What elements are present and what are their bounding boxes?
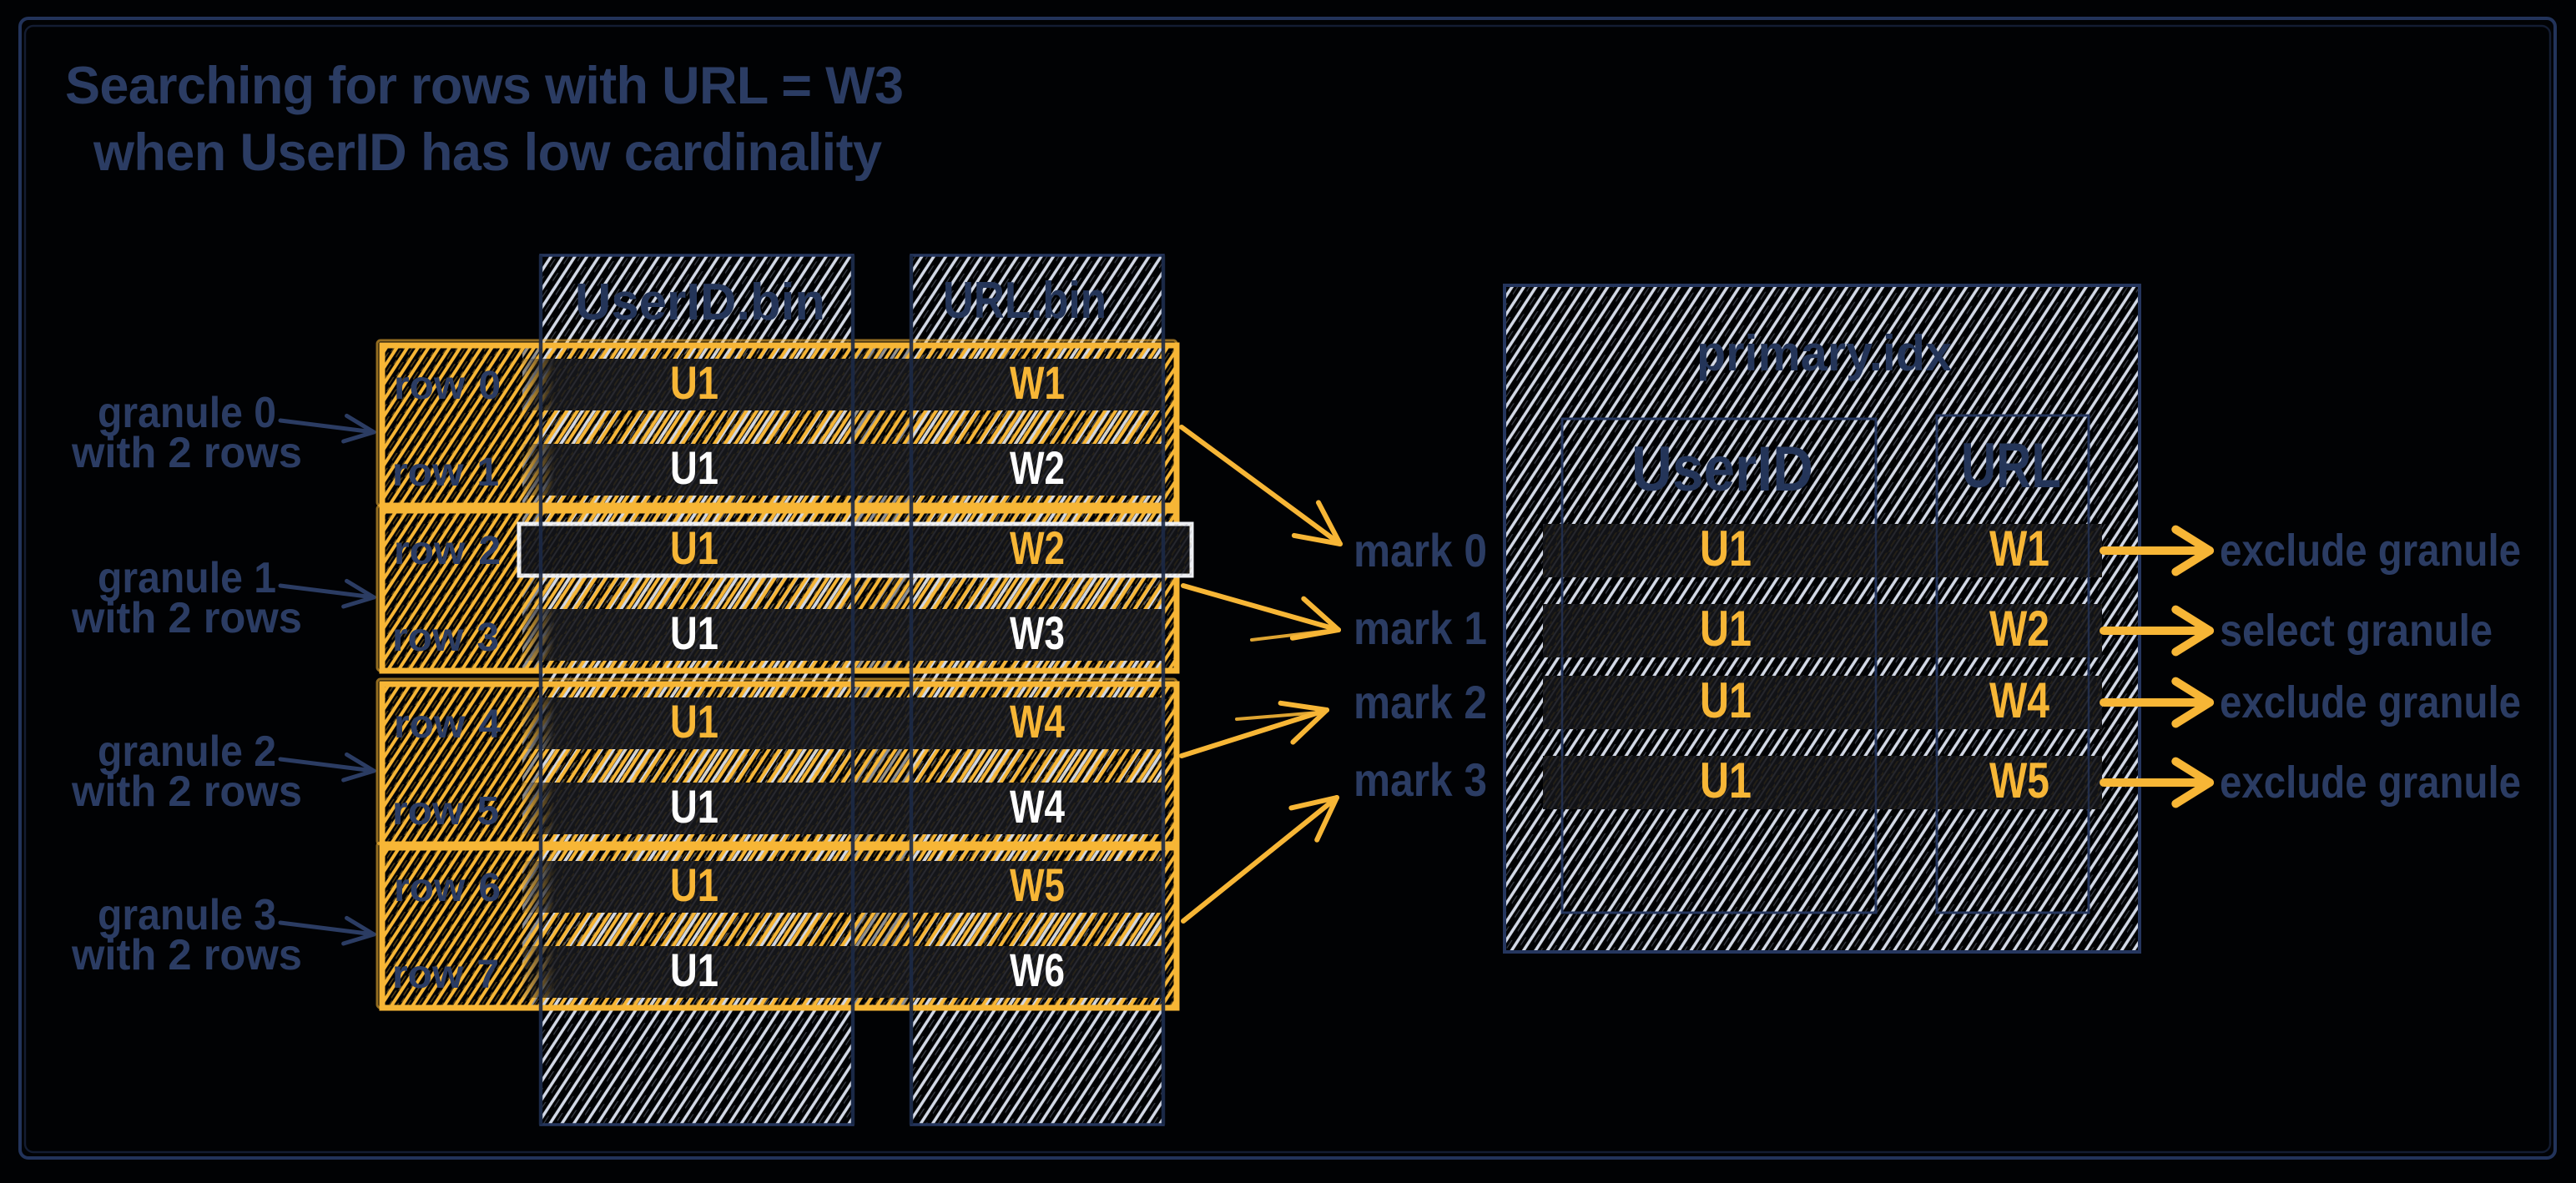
svg-text:U1: U1 [1700,601,1752,657]
svg-text:U1: U1 [670,695,718,748]
svg-text:U1: U1 [670,441,718,494]
svg-text:exclude granule: exclude granule [2220,677,2521,727]
svg-text:with 2 rows: with 2 rows [71,429,302,477]
svg-text:W2: W2 [1010,441,1065,494]
svg-text:U1: U1 [1700,672,1752,728]
svg-text:granule 0: granule 0 [98,389,276,437]
svg-text:exclude granule: exclude granule [2220,526,2521,576]
svg-text:with 2 rows: with 2 rows [71,768,302,816]
svg-text:U1: U1 [670,944,718,996]
svg-text:UserID: UserID [1631,434,1813,505]
svg-text:U1: U1 [670,607,718,659]
svg-text:exclude granule: exclude granule [2220,758,2521,808]
svg-text:U1: U1 [1700,521,1752,576]
svg-text:W4: W4 [1010,695,1065,748]
svg-text:W4: W4 [1989,672,2050,728]
svg-text:UserID.bin: UserID.bin [575,274,825,331]
svg-text:W4: W4 [1010,780,1065,833]
svg-text:granule 3: granule 3 [98,891,276,939]
svg-text:W1: W1 [1010,356,1065,409]
svg-text:W6: W6 [1010,944,1065,996]
svg-text:Searching for rows with URL =: Searching for rows with URL = W3 [65,57,904,115]
svg-text:mark 0: mark 0 [1354,524,1487,576]
svg-text:U1: U1 [670,356,718,409]
svg-text:U1: U1 [670,858,718,911]
svg-text:W2: W2 [1010,521,1065,574]
svg-text:with 2 rows: with 2 rows [71,594,302,642]
svg-text:U1: U1 [670,780,718,833]
svg-text:with 2 rows: with 2 rows [71,931,302,979]
svg-text:U1: U1 [670,521,718,574]
svg-text:primary.idx: primary.idx [1696,325,1952,381]
svg-text:when UserID has low cardinalit: when UserID has low cardinality [93,123,882,182]
svg-text:granule 1: granule 1 [98,554,276,602]
svg-text:W2: W2 [1989,601,2049,657]
svg-text:URL: URL [1961,430,2061,501]
svg-text:mark 1: mark 1 [1354,602,1487,654]
svg-text:W5: W5 [1989,753,2049,808]
svg-text:URL.bin: URL.bin [943,272,1107,330]
svg-text:W1: W1 [1989,521,2049,576]
svg-text:mark 2: mark 2 [1354,676,1487,728]
svg-text:mark 3: mark 3 [1354,753,1487,806]
svg-text:W5: W5 [1010,858,1065,911]
svg-text:granule 2: granule 2 [98,727,276,776]
svg-text:select granule: select granule [2220,606,2493,656]
svg-text:U1: U1 [1700,753,1752,808]
svg-text:W3: W3 [1010,607,1065,659]
